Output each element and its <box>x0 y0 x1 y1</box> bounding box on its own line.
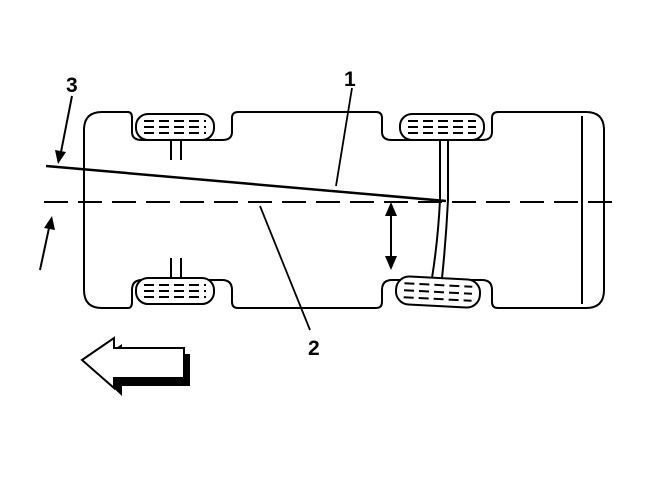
callout-3: 3 <box>66 74 78 97</box>
thrust-line <box>45 164 447 203</box>
front-right-wheel <box>135 277 215 305</box>
callout-1: 1 <box>344 68 356 91</box>
rear-right-wheel <box>394 275 482 309</box>
front-axle-stubs <box>170 140 182 278</box>
vehicle-body-outline <box>83 111 605 309</box>
front-left-wheel <box>135 113 215 141</box>
offset-double-arrow-icon <box>385 202 397 270</box>
leader-line-1 <box>335 87 353 187</box>
rear-left-wheel <box>399 113 485 141</box>
direction-arrow-icon <box>80 336 190 396</box>
leader-line-2 <box>259 205 311 331</box>
thrust-angle-arrows <box>39 95 73 271</box>
callout-2: 2 <box>308 337 320 360</box>
rear-axle <box>431 140 449 279</box>
